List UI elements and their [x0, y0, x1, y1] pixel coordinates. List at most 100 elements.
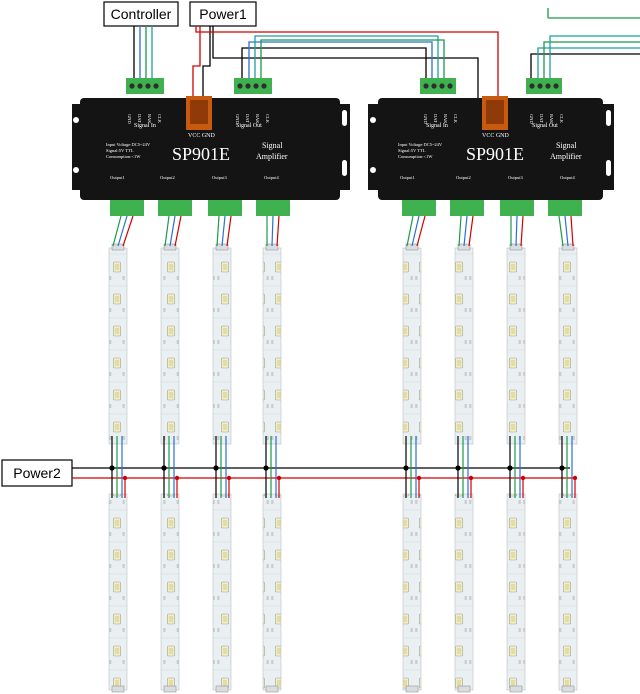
svg-text:GND: GND	[423, 114, 428, 124]
svg-text:Signal:5V TTL: Signal:5V TTL	[398, 148, 426, 153]
output-wire	[564, 215, 569, 247]
output-wire	[226, 215, 232, 247]
led-strip-lower	[262, 493, 282, 691]
amplifier-1: GND DAT BAK CLK GND DAT BAK CLK Signal I…	[72, 78, 350, 216]
mounting-hole-icon	[606, 110, 611, 126]
output-wire	[112, 215, 122, 247]
junction-dot-icon	[559, 465, 565, 471]
model-label: SP901E	[172, 144, 230, 164]
signal-in-label: Signal In	[134, 123, 156, 129]
svg-text:GND: GND	[529, 114, 534, 124]
junction-dot-icon	[213, 465, 219, 471]
output-wire	[416, 215, 426, 247]
led-strip-upper	[558, 247, 578, 445]
svg-text:BAK: BAK	[549, 114, 554, 124]
output-wire	[276, 215, 280, 247]
strip-connector	[561, 685, 575, 693]
svg-text:BAK: BAK	[443, 114, 448, 124]
svg-text:Consumption:<1W: Consumption:<1W	[398, 154, 433, 159]
output-wire	[221, 215, 226, 247]
svg-text:BAK: BAK	[255, 114, 260, 124]
terminal-block-icon	[450, 200, 484, 216]
junction-dot-icon	[276, 475, 282, 481]
power2-label-box: Power2	[1, 459, 73, 487]
junction-dot-icon	[507, 465, 513, 471]
junction-dot-icon	[455, 465, 461, 471]
junction-dot-icon	[174, 475, 180, 481]
vcc-gnd-label: VCC GND	[482, 133, 510, 139]
led-strip-upper	[262, 247, 282, 445]
led-strip-lower	[506, 493, 526, 691]
strip-connector	[163, 685, 177, 693]
terminal-block-icon	[256, 200, 290, 216]
led-strips	[108, 243, 578, 693]
output-wire	[570, 215, 574, 247]
junction-dot-icon	[416, 475, 422, 481]
strip-connector	[405, 685, 419, 693]
output-wire	[169, 215, 176, 247]
strip-connector	[457, 685, 471, 693]
svg-text:CLK: CLK	[157, 114, 162, 124]
mounting-hole-icon	[342, 110, 347, 126]
junction-dot-icon	[468, 475, 474, 481]
vcc-gnd-label: VCC GND	[188, 133, 216, 139]
led-strip-upper	[212, 247, 232, 445]
svg-text:CLK: CLK	[559, 114, 564, 124]
svg-text:Signal:5V TTL: Signal:5V TTL	[106, 148, 134, 153]
output-wire	[174, 215, 182, 247]
svg-text:Output4: Output4	[264, 175, 280, 180]
power1-label: Power1	[199, 6, 247, 22]
svg-text:BAK: BAK	[147, 114, 152, 124]
signal-in-label: Signal In	[426, 123, 448, 129]
mounting-hole-icon	[73, 167, 79, 173]
led-strip-lower	[212, 493, 232, 691]
controller-label: Controller	[111, 6, 172, 22]
output-wire	[216, 215, 220, 247]
output-wire	[122, 215, 134, 247]
svg-text:CLK: CLK	[265, 114, 270, 124]
mounting-hole-icon	[606, 160, 611, 176]
svg-text:Output3: Output3	[508, 175, 524, 180]
mounting-hole-icon	[370, 117, 376, 123]
terminal-block-icon	[526, 78, 562, 94]
terminal-block-icon	[234, 78, 272, 94]
led-strip-lower	[160, 493, 180, 691]
svg-text:DAT: DAT	[539, 114, 544, 123]
output-wire	[411, 215, 420, 247]
output-wire	[468, 215, 474, 247]
junction-dot-icon	[572, 475, 578, 481]
svg-text:DAT: DAT	[245, 114, 250, 123]
svg-text:Output3: Output3	[212, 175, 228, 180]
controller-label-box: Controller	[103, 1, 179, 27]
strip-connector	[265, 685, 279, 693]
strip-connector	[215, 685, 229, 693]
output-wire	[520, 215, 524, 247]
power1-label-box: Power1	[189, 1, 257, 27]
svg-text:Input Voltage:DC5~24V: Input Voltage:DC5~24V	[398, 142, 443, 147]
svg-text:Output1: Output1	[400, 175, 415, 180]
terminal-block-icon	[402, 200, 436, 216]
junction-dot-icon	[403, 465, 409, 471]
terminal-block-icon	[420, 78, 456, 94]
signal-out-label: Signal Out	[532, 123, 558, 129]
output-wire	[164, 215, 170, 247]
terminal-block-icon	[548, 200, 582, 216]
strip-connector	[509, 685, 523, 693]
junction-dot-icon	[263, 465, 269, 471]
svg-text:Input Voltage:DC5~24V: Input Voltage:DC5~24V	[106, 142, 151, 147]
terminal-block-icon	[158, 200, 192, 216]
output-wire	[406, 215, 414, 247]
junction-dot-icon	[122, 475, 128, 481]
top-wiring	[133, 8, 640, 98]
junction-dot-icon	[161, 465, 167, 471]
led-strip-lower	[558, 493, 578, 691]
power2-label: Power2	[13, 465, 61, 481]
svg-text:DAT: DAT	[433, 114, 438, 123]
terminal-block-icon	[126, 78, 164, 94]
svg-text:Signal: Signal	[262, 141, 283, 150]
svg-text:GND: GND	[235, 114, 240, 124]
svg-text:Amplifier: Amplifier	[256, 152, 288, 161]
svg-text:GND: GND	[127, 114, 132, 124]
terminal-block-icon	[110, 200, 144, 216]
svg-text:Amplifier: Amplifier	[550, 152, 582, 161]
